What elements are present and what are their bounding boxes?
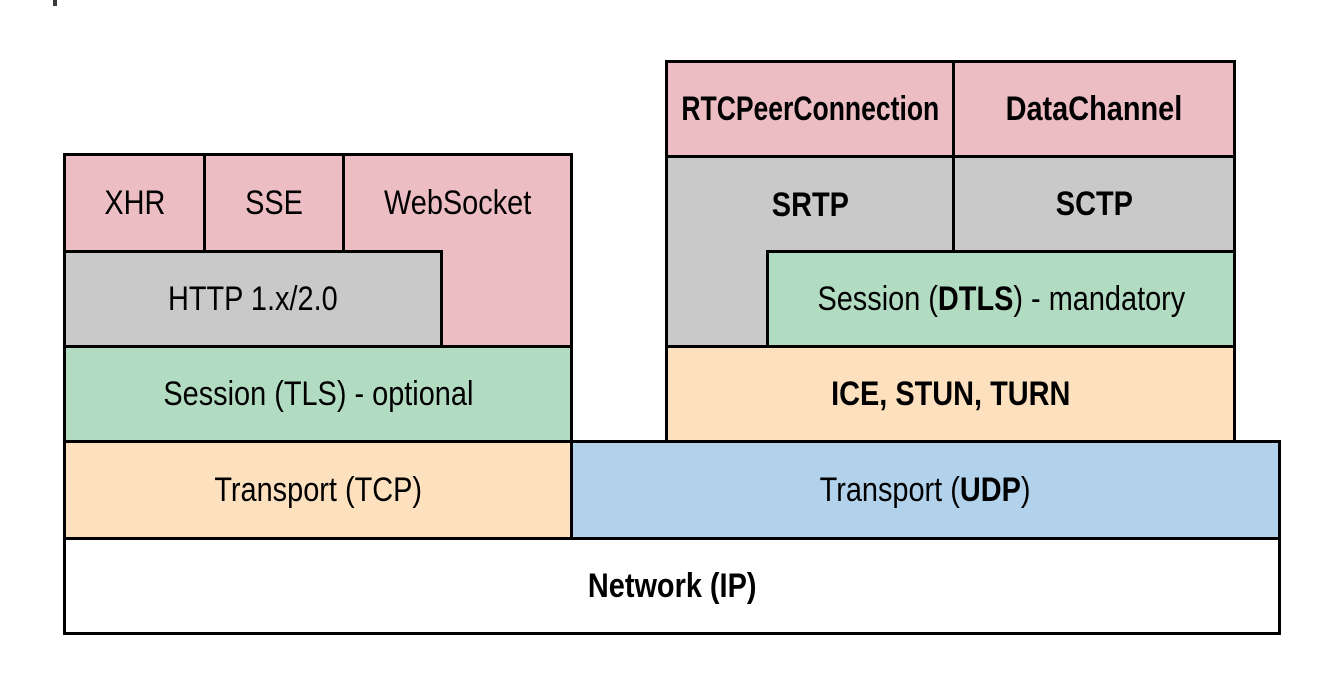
box-rtcpeerconnection: RTCPeerConnection bbox=[665, 60, 955, 158]
session-dtls-prefix: Session ( bbox=[817, 280, 938, 318]
box-xhr: XHR bbox=[63, 153, 206, 253]
transport-udp-label: Transport (UDP) bbox=[820, 473, 1031, 507]
session-dtls-label: Session (DTLS) - mandatory bbox=[817, 282, 1185, 316]
box-network-ip: Network (IP) bbox=[63, 537, 1281, 635]
stray-mark-artifact bbox=[53, 0, 57, 6]
box-session-tls: Session (TLS) - optional bbox=[63, 345, 573, 443]
session-tls-label: Session (TLS) - optional bbox=[162, 375, 474, 413]
box-datachannel: DataChannel bbox=[952, 60, 1236, 158]
websocket-label-zone: WebSocket bbox=[345, 156, 570, 250]
box-sse: SSE bbox=[203, 153, 345, 253]
rtcpeerconnection-label: RTCPeerConnection bbox=[681, 90, 939, 128]
box-transport-udp: Transport (UDP) bbox=[570, 440, 1281, 540]
sse-label: SSE bbox=[245, 184, 303, 222]
transport-udp-prefix: Transport ( bbox=[820, 471, 961, 509]
datachannel-label: DataChannel bbox=[1005, 90, 1183, 128]
sctp-label: SCTP bbox=[1055, 185, 1133, 223]
srtp-label-zone: SRTP bbox=[668, 158, 952, 252]
transport-udp-suffix: ) bbox=[1021, 471, 1031, 509]
session-dtls-suffix: ) - mandatory bbox=[1013, 280, 1185, 318]
websocket-label: WebSocket bbox=[383, 184, 532, 222]
transport-udp-bold: UDP bbox=[960, 471, 1022, 509]
box-ice-stun-turn: ICE, STUN, TURN bbox=[665, 345, 1236, 443]
box-http: HTTP 1.x/2.0 bbox=[63, 250, 443, 348]
box-transport-tcp: Transport (TCP) bbox=[63, 440, 573, 540]
ice-stun-turn-label: ICE, STUN, TURN bbox=[830, 375, 1071, 413]
box-sctp: SCTP bbox=[952, 155, 1236, 253]
srtp-label: SRTP bbox=[771, 186, 849, 224]
xhr-label: XHR bbox=[103, 184, 166, 222]
network-ip-label: Network (IP) bbox=[587, 567, 757, 605]
transport-tcp-label: Transport (TCP) bbox=[214, 471, 422, 509]
http-label: HTTP 1.x/2.0 bbox=[168, 280, 338, 318]
session-dtls-bold: DTLS bbox=[937, 280, 1014, 318]
box-session-dtls: Session (DTLS) - mandatory bbox=[766, 250, 1236, 348]
